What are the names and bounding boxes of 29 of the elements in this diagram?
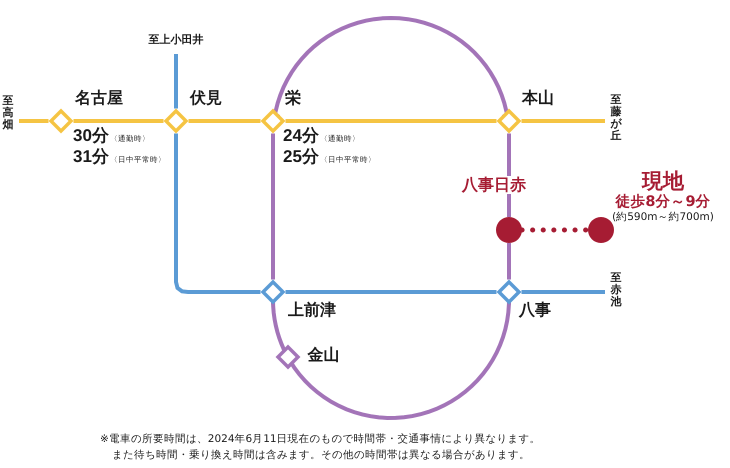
rail-line <box>19 119 48 123</box>
station-name: 名古屋 <box>75 89 123 107</box>
destination-label: 至上小田井 <box>148 34 204 46</box>
station-name: 上前津 <box>288 301 336 319</box>
rail-line <box>507 243 511 280</box>
rail-line <box>74 119 164 123</box>
footnote: また待ち時間・乗り換え時間は含みます。その他の時間帯は異なる場合があります。 <box>112 449 530 462</box>
station-name: 八事 <box>519 301 551 319</box>
rail-line <box>174 134 260 294</box>
walking-time: 徒歩8分～9分 <box>614 195 712 212</box>
rail-line <box>522 290 605 294</box>
station-name: 栄 <box>285 89 301 107</box>
destination-label: 至藤が丘 <box>610 94 622 142</box>
rail-line <box>286 290 496 294</box>
station-name: 本山 <box>522 89 554 107</box>
rail-line <box>522 119 605 123</box>
destination-label: 至高畑 <box>2 95 14 132</box>
station-name: 伏見 <box>190 89 222 107</box>
station-name: 金山 <box>308 346 340 364</box>
rail-line <box>174 54 178 108</box>
site-title: 現地 <box>640 170 686 194</box>
station-name: 八事日赤 <box>462 176 526 194</box>
destination-label: 至赤池 <box>610 272 622 308</box>
rail-line <box>188 119 260 123</box>
walking-distance: (約590m～約700m) <box>611 212 715 224</box>
rail-line <box>286 119 496 123</box>
footnote: ※電車の所要時間は、2024年6月11日現在のもので時間帯・交通事情により異なります。 <box>100 433 541 446</box>
rail-line <box>271 134 275 280</box>
walking-route-dotted-line <box>520 228 590 232</box>
